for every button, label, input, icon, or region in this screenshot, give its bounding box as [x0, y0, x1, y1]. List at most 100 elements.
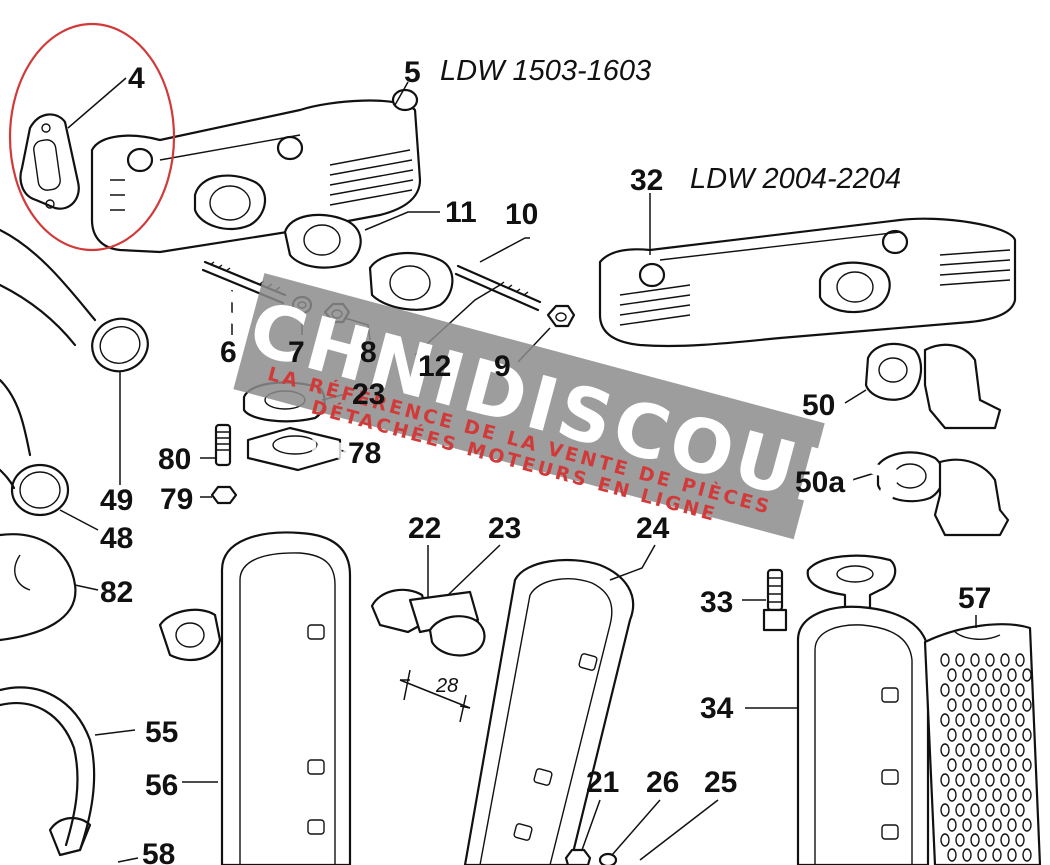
perforation-hole [947, 818, 957, 832]
gasket-12 [368, 251, 454, 311]
perforation-hole [947, 758, 957, 772]
part-label-55: 55 [145, 716, 178, 749]
perforation-hole [992, 698, 1002, 712]
perforation-hole [1022, 728, 1032, 742]
silencer-56 [158, 531, 352, 865]
perforation-hole [970, 653, 980, 667]
part-label-79: 79 [160, 483, 193, 516]
perforation-hole [1007, 848, 1017, 862]
perforation-hole [970, 743, 980, 757]
perforation-hole [992, 758, 1002, 772]
perforation-hole [1000, 833, 1010, 847]
perforation-hole [962, 698, 972, 712]
perforation-hole [977, 728, 987, 742]
part-label-5: 5 [404, 56, 421, 89]
perforation-hole [970, 773, 980, 787]
perforation-hole [1022, 848, 1032, 862]
perforation-hole [1015, 713, 1025, 727]
part-label-10: 10 [505, 198, 538, 231]
part-label-50: 50 [802, 389, 835, 422]
perforation-hole [1022, 698, 1032, 712]
perforation-hole [955, 803, 965, 817]
perforation-hole [1007, 818, 1017, 832]
part-label-6: 6 [220, 336, 237, 369]
perforation-hole [1007, 758, 1017, 772]
part-label-48: 48 [100, 522, 133, 555]
perforation-hole [962, 728, 972, 742]
perforation-hole [1015, 653, 1025, 667]
perforation-hole [985, 773, 995, 787]
part-label-23b: 23 [488, 512, 521, 545]
perforation-hole [947, 698, 957, 712]
perforation-hole [1015, 683, 1025, 697]
part-label-11: 11 [445, 196, 477, 229]
part-label-12: 12 [418, 350, 451, 383]
dimension-28 [399, 669, 471, 723]
perforation-hole [962, 818, 972, 832]
part-label-49: 49 [100, 484, 133, 517]
bolt-33 [762, 568, 788, 632]
nut-21 [564, 848, 592, 865]
perforation-hole [1000, 803, 1010, 817]
perforation-hole [985, 713, 995, 727]
perforation-hole [1000, 683, 1010, 697]
part-label-22: 22 [408, 512, 441, 545]
model-label-large: LDW 2004-2204 [690, 163, 901, 195]
perforation-hole [955, 653, 965, 667]
perforation-hole [955, 683, 965, 697]
perforation-hole [992, 788, 1002, 802]
silencer-24 [463, 558, 635, 865]
perforation-hole [1022, 788, 1032, 802]
perforation-hole [947, 668, 957, 682]
perforation-hole [977, 758, 987, 772]
perforation-hole [1007, 788, 1017, 802]
part-label-57: 57 [958, 582, 991, 615]
perforation-hole [977, 668, 987, 682]
part-label-82: 82 [100, 576, 133, 609]
perforation-hole [1015, 833, 1025, 847]
perforation-hole [940, 803, 950, 817]
perforation-hole [970, 833, 980, 847]
part-label-21: 21 [586, 766, 619, 799]
perforation-hole [992, 818, 1002, 832]
perforation-hole [940, 713, 950, 727]
perforation-hole [940, 743, 950, 757]
perforation-hole [992, 668, 1002, 682]
dimension-label-28: 28 [435, 675, 458, 697]
perforation-hole [1000, 743, 1010, 757]
perforation-hole [1022, 818, 1032, 832]
perforation-hole [1007, 668, 1017, 682]
gasket-11 [283, 213, 362, 269]
highlight-circle [8, 22, 176, 252]
perforation-hole [1007, 728, 1017, 742]
heat-shield-57 [923, 623, 1042, 865]
perforation-hole [962, 788, 972, 802]
perforation-hole [985, 683, 995, 697]
hose-49 [0, 228, 149, 457]
flange-23b [408, 590, 486, 657]
nut-9 [546, 304, 576, 328]
perforation-hole [940, 683, 950, 697]
part-label-8: 8 [360, 336, 377, 369]
perforation-hole [947, 728, 957, 742]
perforation-hole [985, 653, 995, 667]
perforation-hole [947, 848, 957, 862]
part-label-9: 9 [494, 350, 511, 383]
perforation-hole [940, 773, 950, 787]
part-label-50a: 50a [795, 466, 845, 499]
perforation-hole [970, 713, 980, 727]
perforation-hole [1022, 668, 1032, 682]
perforation-hole [955, 833, 965, 847]
perforation-hole [962, 758, 972, 772]
part-label-78: 78 [348, 437, 381, 470]
perforation-hole [955, 743, 965, 757]
clamp-55 [0, 686, 96, 857]
part-label-26: 26 [646, 766, 679, 799]
perforation-hole [1007, 698, 1017, 712]
perforation-hole [977, 848, 987, 862]
perforation-hole [1015, 803, 1025, 817]
perforation-hole [985, 743, 995, 757]
silencer-34 [796, 554, 930, 865]
elbow-50 [864, 342, 1002, 430]
